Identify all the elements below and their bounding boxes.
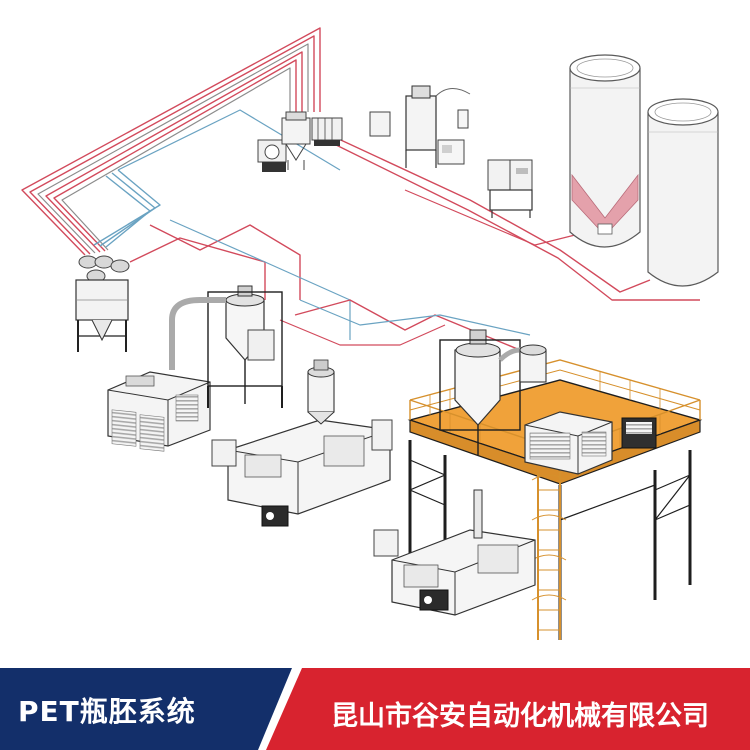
platform-ladder	[537, 470, 561, 640]
dehumidifier-unit-2	[524, 411, 613, 475]
dryer-air-pipe	[169, 219, 351, 340]
crystallizer-dryer-2	[439, 329, 542, 455]
product-title: PET瓶胚系统	[18, 695, 196, 728]
title-band	[0, 668, 300, 750]
platform-loader	[519, 344, 547, 383]
silo-feed-pipe	[329, 134, 651, 293]
injection-molding-machine-2	[373, 489, 536, 616]
vacuum-pipe-bundle	[21, 27, 321, 256]
footer-banner: PET瓶胚系统 昆山市谷安自动化机械有限公司	[0, 668, 750, 750]
raw-material-silo-2	[647, 98, 719, 287]
dehumidifier-unit	[107, 371, 211, 452]
vacuum-pump-group	[257, 111, 311, 172]
platform-air-pipe	[299, 299, 531, 336]
injection-molding-machine	[211, 359, 393, 527]
crystallizer-dryer	[169, 285, 283, 408]
company-band	[265, 668, 750, 750]
conveying-pipelines	[21, 27, 700, 351]
vacuum-loader-tower	[369, 85, 471, 168]
dryer-feed-pipe-2	[129, 237, 266, 300]
chiller-unit	[621, 417, 657, 449]
control-cabinet-group	[487, 159, 533, 218]
compressed-air-lines	[93, 109, 341, 248]
pipe-distribution-hub	[311, 117, 343, 146]
raw-material-silo	[569, 54, 641, 248]
platform-feed-pipe-2	[279, 319, 446, 346]
central-loader-station	[75, 255, 130, 352]
company-name: 昆山市谷安自动化机械有限公司	[331, 701, 709, 732]
platform-feed-pipe	[294, 299, 521, 351]
dryer-feed-pipe	[149, 224, 301, 300]
silo-feed-pipe-2	[325, 139, 700, 301]
silo-suction-pipe	[404, 189, 596, 246]
